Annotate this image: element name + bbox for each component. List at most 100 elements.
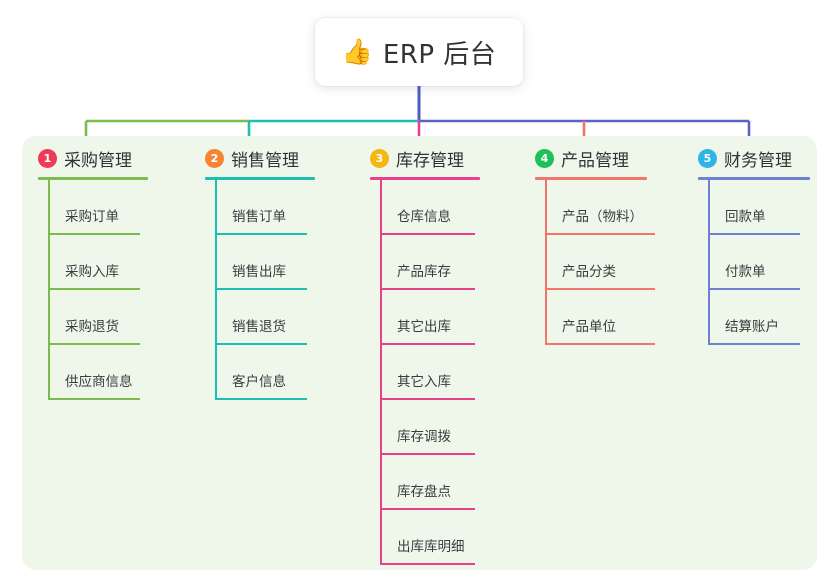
leaf-item[interactable]: 产品（物料） [535,180,655,235]
branch-leaf-list: 回款单付款单结算账户 [698,180,810,345]
branch-spine-line [380,180,382,565]
leaf-item[interactable]: 销售出库 [205,235,315,290]
leaf-item-label: 销售退货 [232,319,286,335]
branch-header-1[interactable]: 1 采购管理 [38,146,148,171]
branch-leaf-list: 产品（物料） 产品分类产品单位 [535,180,655,345]
leaf-item-rule [380,563,475,565]
leaf-item-label: 采购退货 [65,319,119,335]
leaf-item-label: 库存盘点 [397,484,451,500]
root-node-card[interactable]: 👍 ERP 后台 [315,18,523,86]
leaf-item[interactable]: 采购退货 [38,290,148,345]
branch-header-3[interactable]: 3 库存管理 [370,146,480,171]
leaf-item[interactable]: 其它出库 [370,290,480,345]
leaf-item-label: 销售订单 [232,209,286,225]
leaf-item-label: 销售出库 [232,264,286,280]
branch-title: 库存管理 [396,150,464,171]
branch-leaf-list: 仓库信息产品库存其它出库其它入库库存调拨库存盘点出库库明细 [370,180,480,565]
branch-column-2: 2 销售管理销售订单销售出库销售退货客户信息 [205,146,315,400]
branch-title: 财务管理 [724,150,792,171]
leaf-item-rule [48,288,140,290]
leaf-item[interactable]: 供应商信息 [38,345,148,400]
leaf-item[interactable]: 采购入库 [38,235,148,290]
branch-leaf-list: 采购订单采购入库采购退货供应商信息 [38,180,148,400]
leaf-item-label: 客户信息 [232,374,286,390]
leaf-item-rule [48,233,140,235]
branch-number-badge: 1 [38,148,57,168]
leaf-item-rule [380,453,475,455]
leaf-item-rule [215,343,307,345]
leaf-item-rule [380,508,475,510]
branch-title: 销售管理 [231,150,299,171]
branch-header-5[interactable]: 5 财务管理 [698,146,810,171]
leaf-item-label: 库存调拨 [397,429,451,445]
branch-header-rule [370,177,480,180]
leaf-item[interactable]: 产品库存 [370,235,480,290]
leaf-item-label: 采购订单 [65,209,119,225]
branch-header-rule [205,177,315,180]
leaf-item[interactable]: 结算账户 [698,290,810,345]
branch-header-rule [535,177,647,180]
leaf-item[interactable]: 销售退货 [205,290,315,345]
branch-number-badge: 2 [205,148,224,168]
leaf-item-rule [380,343,475,345]
leaf-item-rule [380,398,475,400]
leaf-item-rule [545,343,655,345]
leaf-item-label: 采购入库 [65,264,119,280]
leaf-item[interactable]: 产品分类 [535,235,655,290]
leaf-item-label: 结算账户 [725,319,779,335]
leaf-item-label: 产品单位 [562,319,616,335]
leaf-item[interactable]: 付款单 [698,235,810,290]
leaf-item-label: 其它出库 [397,319,451,335]
leaf-item-rule [380,233,475,235]
branch-title: 产品管理 [561,150,629,171]
leaf-item[interactable]: 库存调拨 [370,400,480,455]
diagram-panel [22,136,817,570]
leaf-item-label: 出库库明细 [397,539,465,555]
leaf-item-label: 仓库信息 [397,209,451,225]
leaf-item[interactable]: 产品单位 [535,290,655,345]
branch-column-3: 3 库存管理仓库信息产品库存其它出库其它入库库存调拨库存盘点出库库明细 [370,146,480,565]
leaf-item[interactable]: 采购订单 [38,180,148,235]
leaf-item-rule [215,288,307,290]
leaf-item-rule [708,288,800,290]
leaf-item[interactable]: 客户信息 [205,345,315,400]
branch-column-5: 5 财务管理回款单付款单结算账户 [698,146,810,345]
leaf-item-rule [545,288,655,290]
leaf-item-rule [215,233,307,235]
branch-title: 采购管理 [64,150,132,171]
leaf-item-label: 产品分类 [562,264,616,280]
branch-header-2[interactable]: 2 销售管理 [205,146,315,171]
branch-number-badge: 5 [698,148,717,168]
leaf-item[interactable]: 回款单 [698,180,810,235]
branch-spine-line [708,180,710,345]
leaf-item[interactable]: 仓库信息 [370,180,480,235]
leaf-item-label: 供应商信息 [65,374,133,390]
leaf-item-rule [708,343,800,345]
leaf-item[interactable]: 销售订单 [205,180,315,235]
thumbs-up-icon: 👍 [341,36,373,66]
branch-column-1: 1 采购管理采购订单采购入库采购退货供应商信息 [38,146,148,400]
leaf-item-rule [48,343,140,345]
leaf-item-rule [545,233,655,235]
leaf-item-rule [215,398,307,400]
leaf-item-rule [708,233,800,235]
branch-number-badge: 3 [370,148,389,168]
branch-header-rule [698,177,810,180]
leaf-item[interactable]: 库存盘点 [370,455,480,510]
leaf-item-rule [48,398,140,400]
branch-spine-line [48,180,50,400]
leaf-item[interactable]: 其它入库 [370,345,480,400]
leaf-item-label: 其它入库 [397,374,451,390]
leaf-item[interactable]: 出库库明细 [370,510,480,565]
branch-spine-line [545,180,547,345]
leaf-item-rule [380,288,475,290]
branch-header-rule [38,177,148,180]
leaf-item-label: 产品（物料） [562,209,643,225]
leaf-item-label: 产品库存 [397,264,451,280]
leaf-item-label: 回款单 [725,209,766,225]
root-node-title: ERP 后台 [382,39,497,70]
branch-leaf-list: 销售订单销售出库销售退货客户信息 [205,180,315,400]
branch-spine-line [215,180,217,400]
